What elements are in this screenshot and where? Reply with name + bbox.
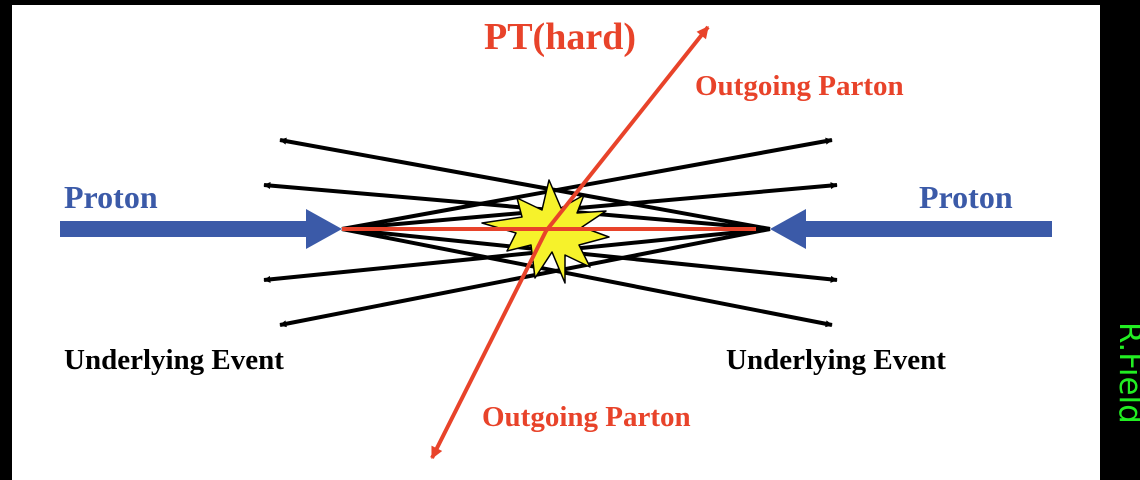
outgoing-parton-arrow-bottom <box>430 230 548 460</box>
outgoing-parton-label-top: Outgoing Parton <box>695 70 904 102</box>
outgoing-parton-label-bottom: Outgoing Parton <box>482 401 691 433</box>
underlying-event-tracks-left <box>341 137 838 328</box>
diagram-panel: PT(hard) Outgoing Parton Outgoing Parton… <box>12 5 1100 480</box>
proton-beam-left <box>60 209 342 249</box>
underlying-event-label-right: Underlying Event <box>726 344 946 376</box>
underlying-event-label-left: Underlying Event <box>64 344 284 376</box>
outgoing-parton-arrow-top <box>544 25 710 233</box>
collision-diagram <box>60 25 1052 460</box>
proton-beam-right <box>770 209 1052 249</box>
proton-label-left: Proton <box>64 179 158 215</box>
proton-label-right: Proton <box>919 179 1013 215</box>
pt-hard-label: PT(hard) <box>484 16 636 58</box>
author-credit: R.Field <box>1112 322 1140 424</box>
